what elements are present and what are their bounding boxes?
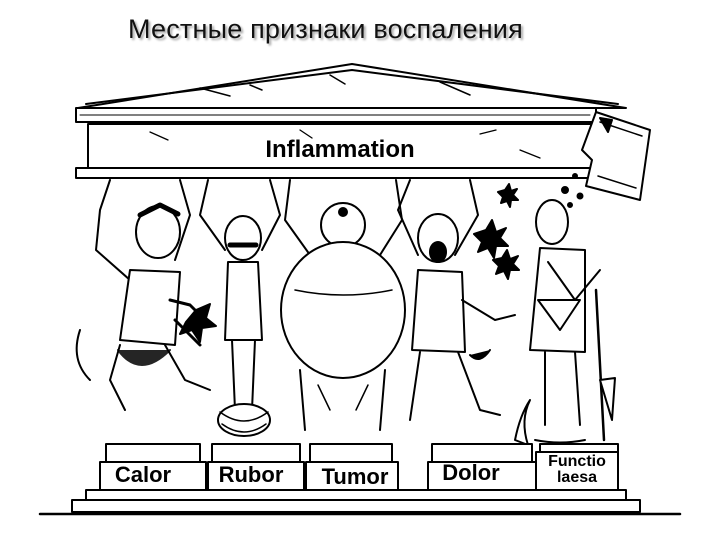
functio-laesa-figure — [529, 199, 616, 444]
tumor-figure — [280, 179, 406, 431]
pillar-label-laesa: laesa — [557, 469, 597, 486]
pillar-label-tumor: Tumor — [322, 464, 389, 489]
temple-frieze — [75, 111, 651, 208]
pillar-label-functio: Functio — [548, 453, 606, 470]
pillar-label-dolor: Dolor — [442, 460, 500, 485]
pillar-bases — [99, 443, 619, 491]
rubor-figure — [199, 179, 281, 437]
frieze-label: Inflammation — [265, 136, 414, 163]
calor-figure — [75, 179, 217, 411]
pillar-label-rubor: Rubor — [219, 462, 284, 487]
dolor-figure — [397, 179, 531, 446]
slide-title: Местные признаки воспаления — [128, 14, 523, 44]
temple-pediment — [75, 63, 627, 123]
temple-steps — [38, 489, 682, 516]
pillar-label-calor: Calor — [115, 462, 172, 487]
